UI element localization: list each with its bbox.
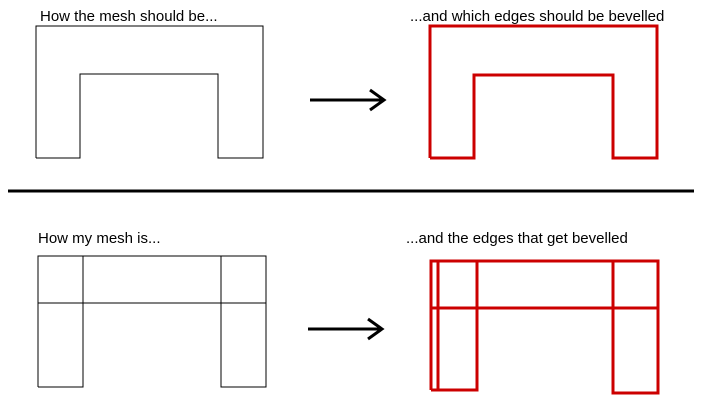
- arrow-bottom: [308, 317, 385, 341]
- actual-bevel-edges: [429, 259, 660, 395]
- caption-bottom-left: How my mesh is...: [38, 230, 161, 247]
- arrow-bottom-head: [367, 317, 385, 341]
- desired-mesh-outline: [35, 25, 264, 159]
- desired-mesh: [35, 25, 264, 159]
- caption-top-left: How the mesh should be...: [40, 8, 218, 25]
- arrow-top-head: [369, 88, 387, 112]
- actual-bevel-outline: [429, 259, 660, 395]
- caption-bottom-right: ...and the edges that get bevelled: [406, 230, 628, 247]
- desired-bevel-outline: [428, 24, 659, 160]
- caption-top-right: ...and which edges should be bevelled: [410, 8, 664, 25]
- actual-mesh: [37, 255, 267, 388]
- actual-mesh-outline: [37, 255, 267, 388]
- arrow-top: [310, 88, 387, 112]
- desired-bevel-edges: [428, 24, 659, 160]
